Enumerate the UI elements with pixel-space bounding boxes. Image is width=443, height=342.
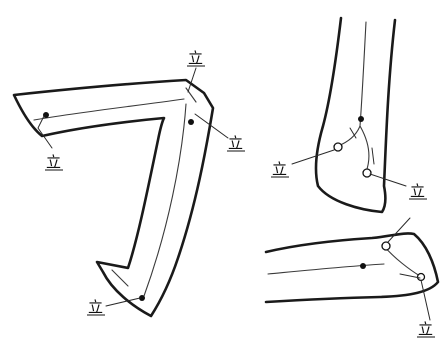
label-upper-mid: 立: [271, 160, 289, 178]
upper-right-figure: [292, 18, 406, 212]
upper-right-outline: [316, 18, 395, 212]
lower-right-outline: [266, 233, 438, 302]
label-left-left-text: 立: [46, 153, 61, 171]
label-left-bottom-text: 立: [88, 298, 103, 316]
lower-point-1: [360, 263, 366, 269]
lower-point-2: [382, 242, 390, 250]
label-left-bottom: 立: [87, 298, 105, 316]
label-left-left: 立: [45, 153, 63, 171]
label-left-right-text: 立: [228, 134, 243, 152]
label-lower-right-text: 立: [418, 320, 433, 338]
label-upper-mid-text: 立: [272, 160, 287, 178]
upper-point-3: [363, 169, 371, 177]
label-left-right: 立: [227, 134, 245, 152]
lower-right-figure: [266, 218, 438, 320]
label-upper-right: 立: [409, 182, 427, 200]
upper-point-1: [358, 116, 364, 122]
label-left-top-text: 立: [188, 49, 203, 67]
label-left-top: 立: [187, 49, 205, 67]
label-upper-right-text: 立: [410, 182, 425, 200]
upper-point-2: [334, 143, 342, 151]
label-lower-right: 立: [417, 320, 435, 338]
left-point-2: [188, 119, 194, 125]
lower-point-3: [418, 274, 425, 281]
left-limb-figure: [14, 68, 228, 316]
